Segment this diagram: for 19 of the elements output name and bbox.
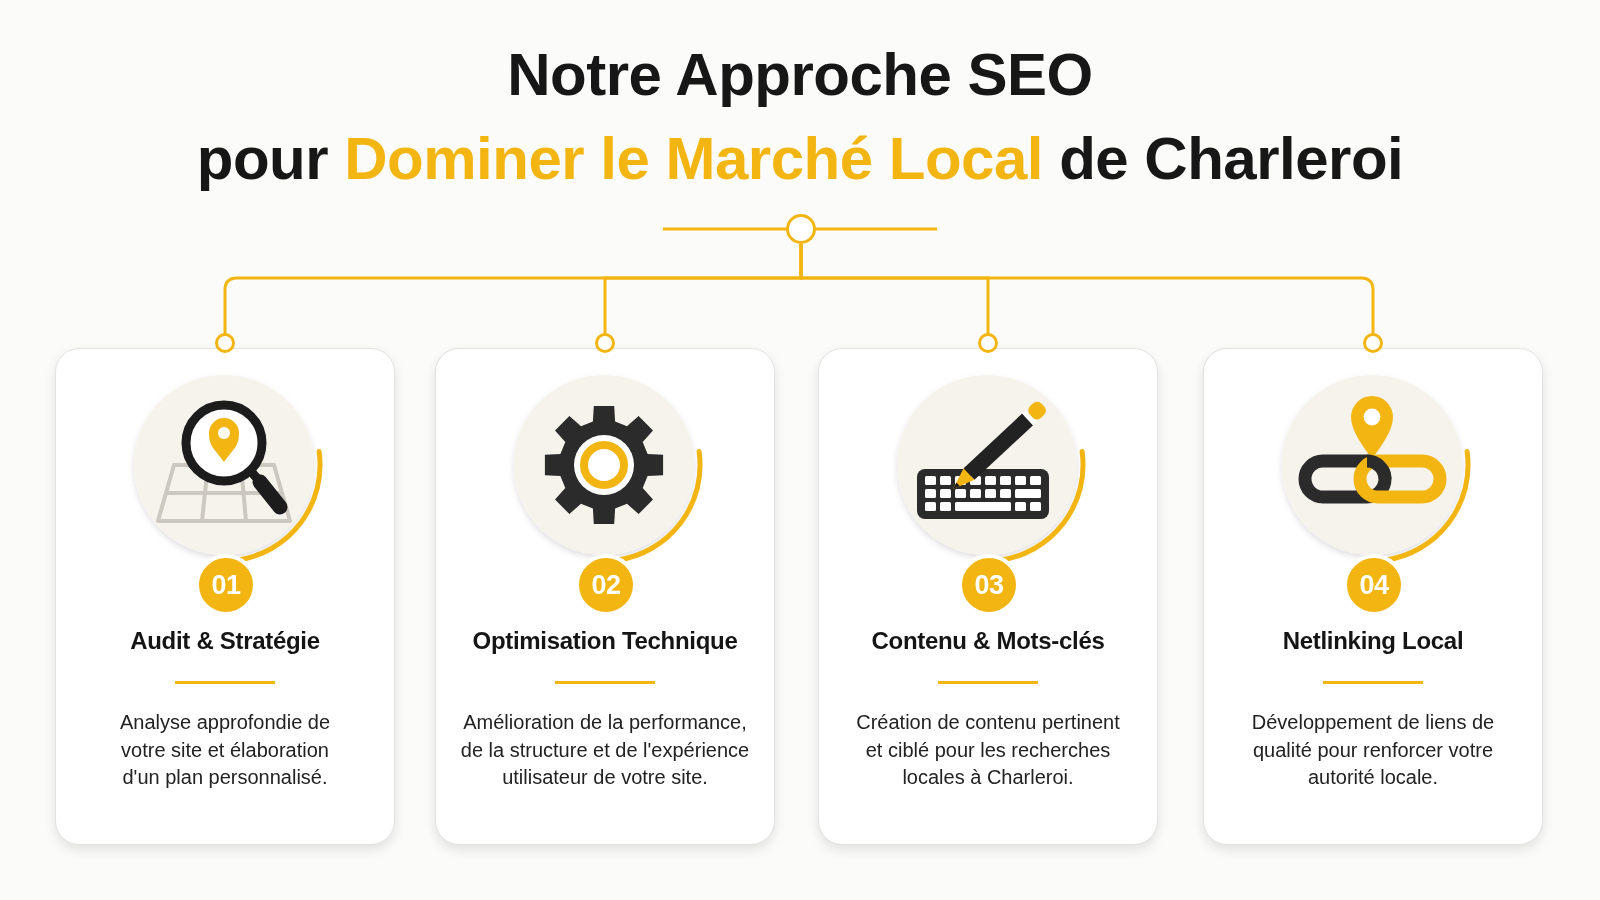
step-number: 03 — [974, 570, 1004, 600]
step-number: 04 — [1359, 570, 1389, 600]
step-number: 01 — [211, 570, 241, 600]
step-heading: Contenu & Mots-clés — [871, 626, 1105, 656]
step-card — [55, 348, 395, 845]
step-number: 02 — [591, 570, 621, 600]
step-card — [435, 348, 775, 845]
step-heading: Optimisation Technique — [472, 626, 738, 656]
step-description: Développement de liens de qualité pour renforcer votre autorité locale. — [1251, 710, 1495, 790]
connector-line — [799, 244, 1383, 353]
step-heading: Netlinking Local — [1282, 626, 1464, 656]
junction-circle — [786, 214, 816, 244]
step-description: Création de contenu pertinent et ciblé pour les recherches locales à Charleroi. — [855, 710, 1121, 790]
step-card — [818, 348, 1158, 845]
step-description: Analyse approfondie de votre site et élaboration d'un plan personnalisé. — [118, 710, 332, 790]
step-card — [1203, 348, 1543, 845]
page-title: Notre Approche SEO pour Dominer le Marché Local de Charleroi — [196, 40, 1404, 194]
step-heading: Audit & Stratégie — [130, 626, 320, 656]
step-description: Amélioration de la performance, de la structure et de l'expérience utilisateur de votre site. — [459, 710, 751, 790]
